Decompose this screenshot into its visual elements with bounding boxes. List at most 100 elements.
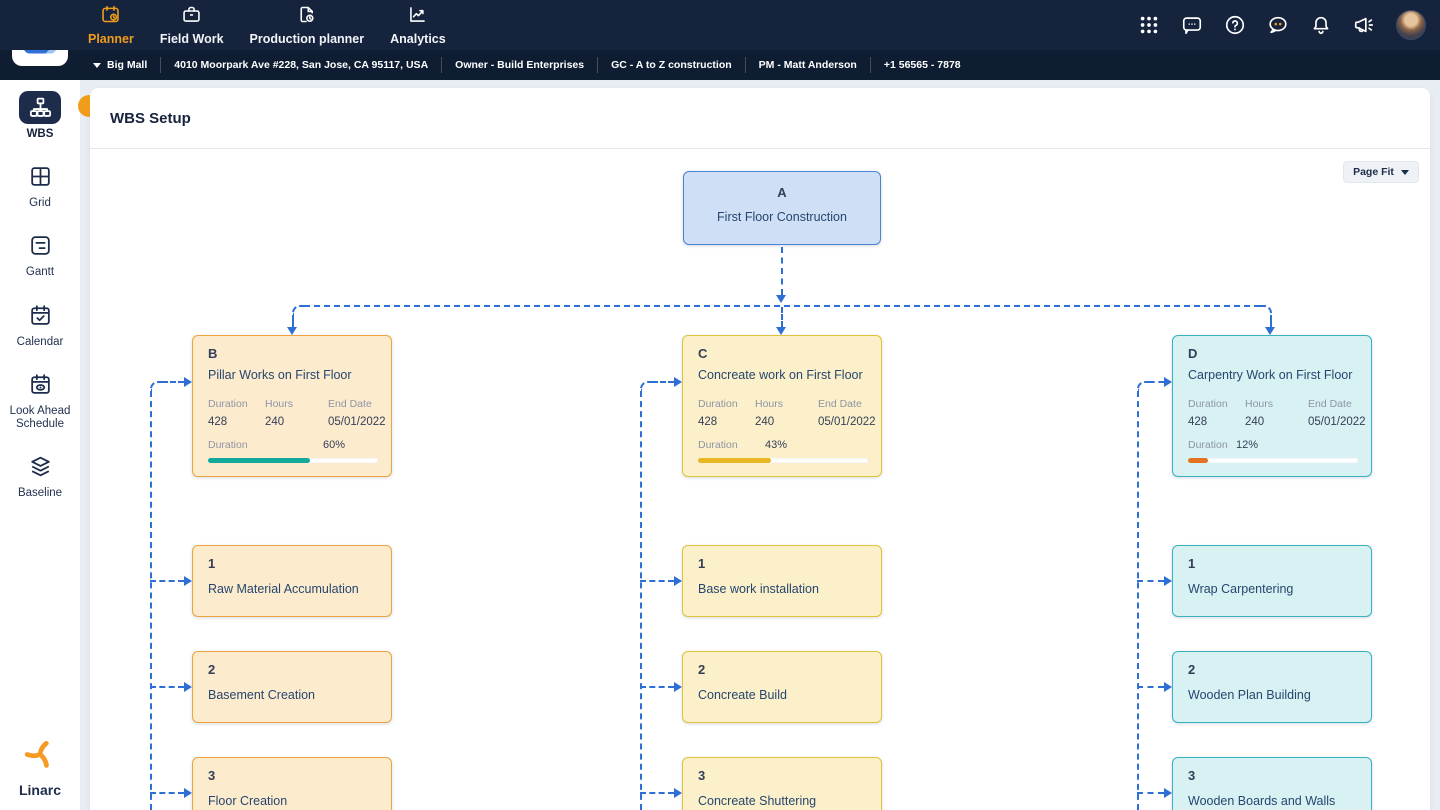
wbs-node-child[interactable]: 2 Wooden Plan Building xyxy=(1172,651,1372,723)
wbs-node-child[interactable]: 1 Base work installation xyxy=(682,545,882,617)
sidebar-item-gantt[interactable]: Gantt xyxy=(0,229,80,279)
progress-percent: 60% xyxy=(323,439,346,451)
node-code: 1 xyxy=(1188,556,1196,571)
main-content: WBS Setup Page Fit A First Floor Constru… xyxy=(80,80,1440,810)
top-navigation-bar: Planner Field Work Production planner xyxy=(0,0,1440,50)
progress-label: Duration xyxy=(1188,439,1228,451)
project-context-bar: Big Mall 4010 Moorpark Ave #228, San Jos… xyxy=(80,50,1440,80)
progress-bar xyxy=(1188,458,1358,463)
sidebar-item-label: WBS xyxy=(26,128,54,140)
chevron-down-icon xyxy=(1400,169,1409,175)
sidebar-item-calendar[interactable]: Calendar xyxy=(0,299,80,349)
progress-bar-fill xyxy=(208,458,310,463)
wbs-node-child[interactable]: 2 Concreate Build xyxy=(682,651,882,723)
sidebar-item-baseline[interactable]: Baseline xyxy=(0,450,80,500)
tab-label: Field Work xyxy=(159,32,224,46)
node-title: Wooden Boards and Walls xyxy=(1188,794,1336,808)
announcements-megaphone-icon[interactable] xyxy=(1353,14,1375,36)
project-address: 4010 Moorpark Ave #228, San Jose, CA 951… xyxy=(161,57,443,73)
help-icon[interactable] xyxy=(1224,14,1246,36)
end-date-value: 05/01/2022 xyxy=(818,416,876,428)
document-clock-icon xyxy=(296,4,317,30)
node-code: 3 xyxy=(698,768,706,783)
field-label: End Date xyxy=(1308,398,1352,410)
wbs-node-parent-d[interactable]: D Carpentry Work on First Floor Duration… xyxy=(1172,335,1372,477)
sidebar-item-wbs[interactable]: WBS xyxy=(0,91,80,141)
duration-value: 428 xyxy=(1188,416,1208,428)
node-title: Floor Creation xyxy=(208,794,288,808)
tab-label: Analytics xyxy=(390,32,446,46)
project-name: Big Mall xyxy=(107,59,148,71)
tab-analytics[interactable]: Analytics xyxy=(390,0,446,50)
node-title: Wrap Carpentering xyxy=(1188,582,1294,596)
chart-line-icon xyxy=(407,4,428,30)
sidebar-item-label: Gantt xyxy=(25,266,55,279)
wbs-node-parent-c[interactable]: C Concreate work on First Floor Duration… xyxy=(682,335,882,477)
primary-tabs: Planner Field Work Production planner xyxy=(88,0,446,50)
briefcase-icon xyxy=(181,4,202,30)
tab-planner[interactable]: Planner xyxy=(88,0,134,50)
grid-icon xyxy=(19,160,61,193)
node-code: 2 xyxy=(698,662,706,677)
node-code: B xyxy=(208,346,218,361)
node-code: A xyxy=(777,185,787,200)
wbs-canvas: Page Fit A First Floor Construction xyxy=(90,88,1430,810)
wbs-node-child[interactable]: 3 Wooden Boards and Walls xyxy=(1172,757,1372,810)
field-label: Hours xyxy=(1245,398,1274,410)
header-divider xyxy=(90,148,1430,149)
brand-name: Linarc xyxy=(18,782,61,798)
tab-label: Production planner xyxy=(249,32,365,46)
progress-label: Duration xyxy=(698,439,738,451)
progress-bar xyxy=(698,458,868,463)
apps-menu-icon[interactable] xyxy=(1138,14,1160,36)
wbs-node-child[interactable]: 1 Wrap Carpentering xyxy=(1172,545,1372,617)
progress-percent: 43% xyxy=(765,439,788,451)
node-title: Wooden Plan Building xyxy=(1188,688,1311,702)
progress-bar xyxy=(208,458,378,463)
assistant-bot-icon[interactable] xyxy=(1267,14,1289,36)
field-label: Duration xyxy=(208,398,248,410)
user-avatar[interactable] xyxy=(1396,10,1426,40)
calendar-eye-icon xyxy=(19,368,61,401)
planner-calendar-icon xyxy=(100,4,121,30)
wbs-node-child[interactable]: 3 Concreate Shuttering xyxy=(682,757,882,810)
sidebar-nav: WBS Grid Gantt xyxy=(0,80,80,520)
wbs-node-child[interactable]: 2 Basement Creation xyxy=(192,651,392,723)
wbs-node-root[interactable]: A First Floor Construction xyxy=(683,171,881,245)
utility-actions xyxy=(1138,0,1426,50)
field-label: Duration xyxy=(698,398,738,410)
notifications-bell-icon[interactable] xyxy=(1310,14,1332,36)
card-header: WBS Setup xyxy=(90,88,1430,149)
wbs-node-child[interactable]: 1 Raw Material Accumulation xyxy=(192,545,392,617)
project-phone: +1 56565 - 7878 xyxy=(883,59,961,71)
node-title: Raw Material Accumulation xyxy=(208,582,359,596)
messages-icon[interactable] xyxy=(1181,14,1203,36)
node-title: First Floor Construction xyxy=(717,210,847,224)
field-label: Duration xyxy=(1188,398,1228,410)
field-label: End Date xyxy=(818,398,862,410)
wbs-hierarchy-icon xyxy=(19,91,61,124)
sidebar-collapse-handle[interactable] xyxy=(78,95,90,117)
tab-production-planner[interactable]: Production planner xyxy=(249,0,365,50)
page-fit-dropdown[interactable]: Page Fit xyxy=(1343,161,1419,183)
wbs-node-parent-b[interactable]: B Pillar Works on First Floor Duration H… xyxy=(192,335,392,477)
tab-field-work[interactable]: Field Work xyxy=(160,0,224,50)
node-title: Concreate Build xyxy=(698,688,787,702)
node-code: 3 xyxy=(1188,768,1196,783)
duration-value: 428 xyxy=(698,416,718,428)
hours-value: 240 xyxy=(265,416,285,428)
sidebar-item-grid[interactable]: Grid xyxy=(0,160,80,210)
node-title: Concreate Shuttering xyxy=(698,794,817,808)
chevron-down-icon xyxy=(93,62,101,68)
node-title: Carpentry Work on First Floor xyxy=(1188,368,1353,382)
field-label: Hours xyxy=(755,398,784,410)
wbs-node-child[interactable]: 3 Floor Creation xyxy=(192,757,392,810)
progress-bar-fill xyxy=(1188,458,1209,463)
node-title: Basement Creation xyxy=(208,688,316,702)
project-gc: GC - A to Z construction xyxy=(598,57,746,73)
node-code: 1 xyxy=(698,556,706,571)
progress-percent: 12% xyxy=(1236,439,1259,451)
calendar-check-icon xyxy=(19,299,61,332)
sidebar-item-look-ahead-schedule[interactable]: Look Ahead Schedule xyxy=(0,368,80,431)
project-selector[interactable]: Big Mall xyxy=(80,57,162,73)
